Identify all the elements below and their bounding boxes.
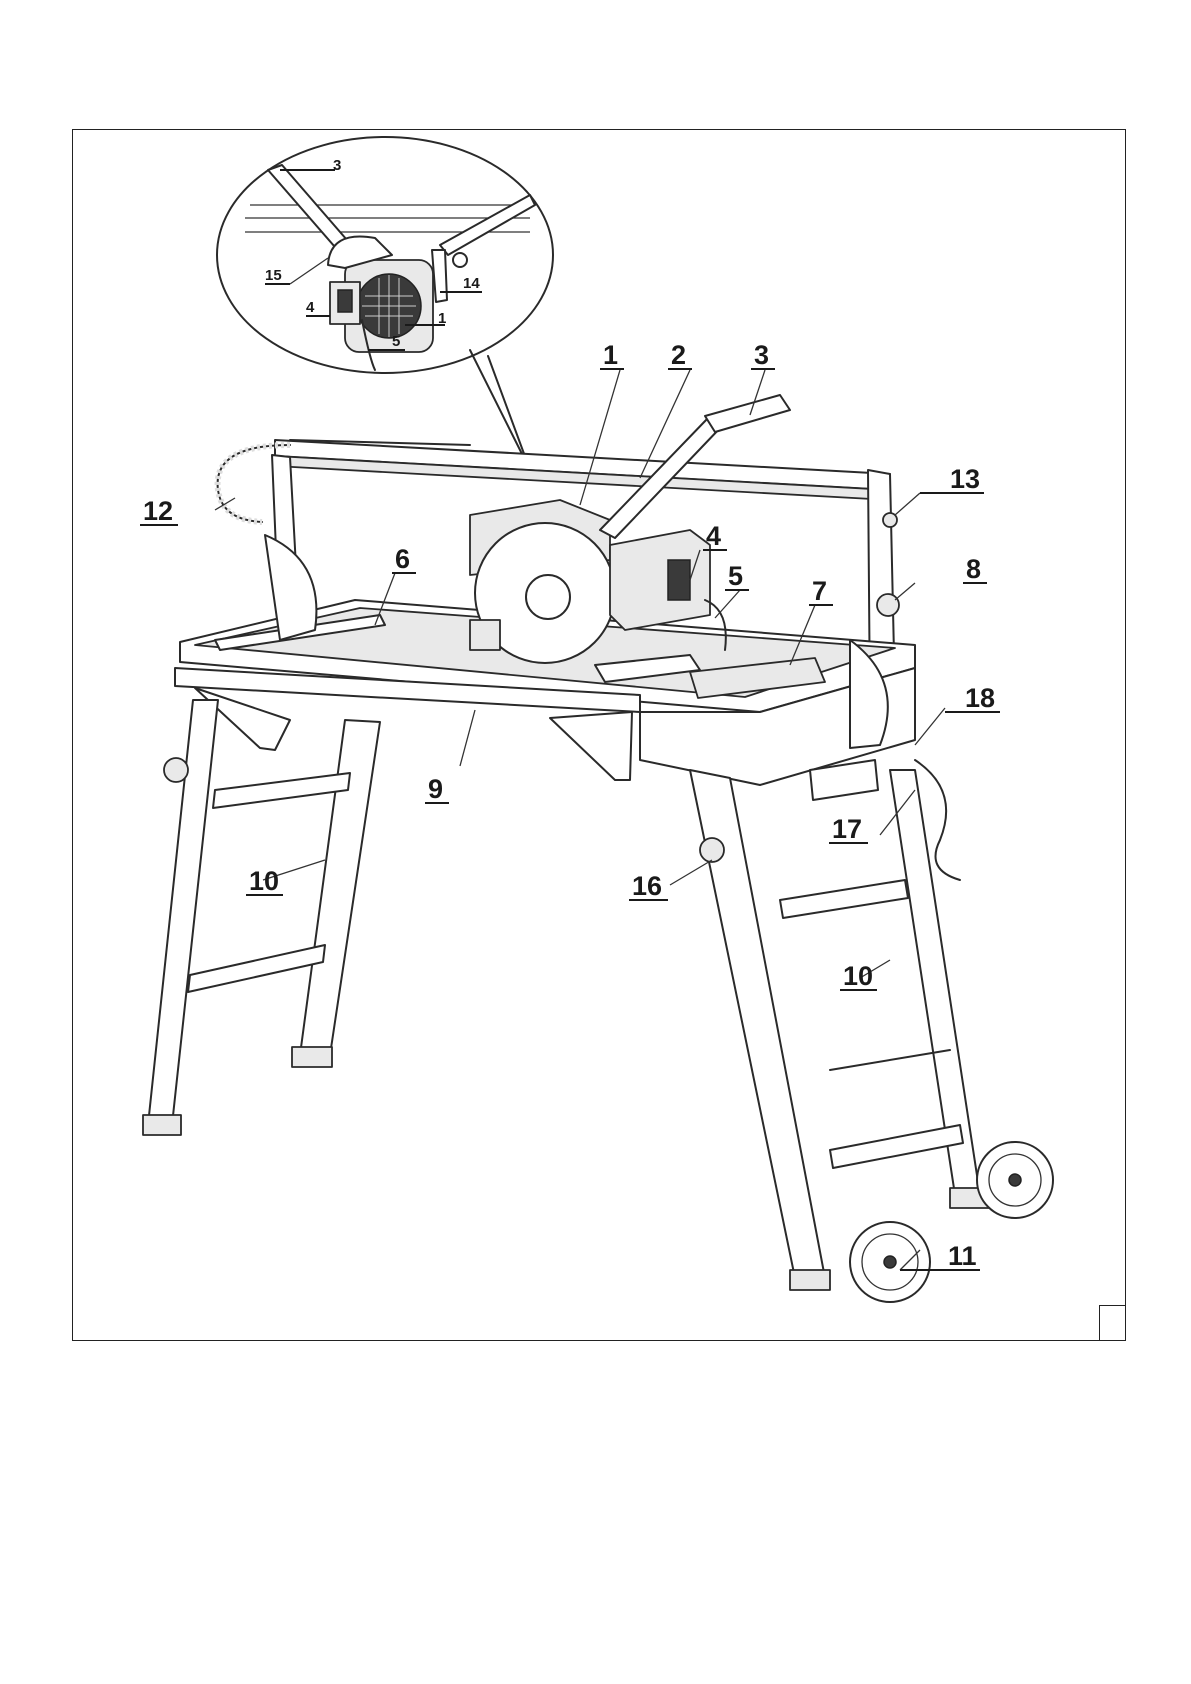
saw-blade-hub	[526, 575, 570, 619]
callout-9: 9	[428, 774, 443, 804]
callout-11: 11	[948, 1241, 977, 1271]
callout-1: 1	[603, 340, 618, 370]
detail-inset	[217, 137, 553, 470]
switch	[668, 560, 690, 600]
callout-6: 6	[395, 544, 410, 574]
handle-grip	[705, 395, 790, 432]
callout-13: 13	[950, 464, 980, 494]
callout-18: 18	[965, 683, 995, 713]
callout-5: 5	[728, 561, 743, 591]
detail-callout-3: 3	[333, 157, 341, 174]
callout-8: 8	[966, 554, 981, 584]
wheel-front	[850, 1222, 930, 1302]
detail-callout-5: 5	[392, 333, 400, 350]
detail-callout-1: 1	[438, 310, 446, 327]
callout-10-left: 10	[249, 866, 279, 896]
leg-rear-left	[300, 720, 380, 1055]
callout-12: 12	[143, 496, 173, 526]
callout-7: 7	[812, 576, 827, 606]
leg-lock-knob-right[interactable]	[700, 838, 724, 862]
rail-lock-knob[interactable]	[883, 513, 897, 527]
callout-17: 17	[832, 814, 862, 844]
callout-3: 3	[754, 340, 769, 370]
tilt-lock-knob[interactable]	[877, 594, 899, 616]
wheel-rear	[977, 1142, 1053, 1218]
tile-saw	[143, 395, 1053, 1302]
leg-lock-knob-left[interactable]	[164, 758, 188, 782]
callout-2: 2	[671, 340, 686, 370]
detail-callout-15: 15	[265, 267, 282, 284]
motor	[610, 530, 710, 630]
callout-4: 4	[706, 521, 721, 551]
detail-callout-14: 14	[463, 275, 480, 292]
callout-10-right: 10	[843, 961, 873, 991]
detail-callout-4: 4	[306, 299, 315, 316]
callout-16: 16	[632, 871, 662, 901]
